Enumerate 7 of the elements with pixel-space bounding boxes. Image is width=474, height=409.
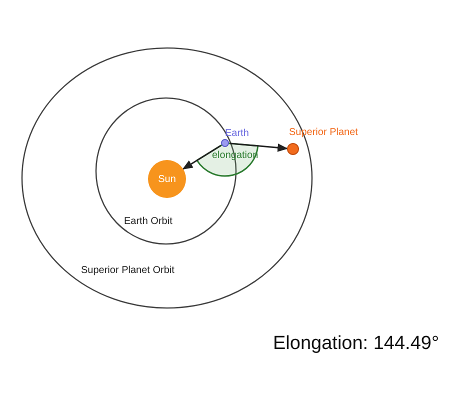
arrow: [230, 142, 288, 152]
measurement-text: Elongation: 144.49°: [273, 333, 440, 355]
sun-circle: [148, 160, 186, 198]
orbit-label: Earth Orbit: [124, 216, 172, 227]
orbit-label: Superior Planet Orbit: [81, 265, 174, 276]
node-label: Sun: [158, 174, 176, 184]
arrow: [182, 145, 222, 170]
